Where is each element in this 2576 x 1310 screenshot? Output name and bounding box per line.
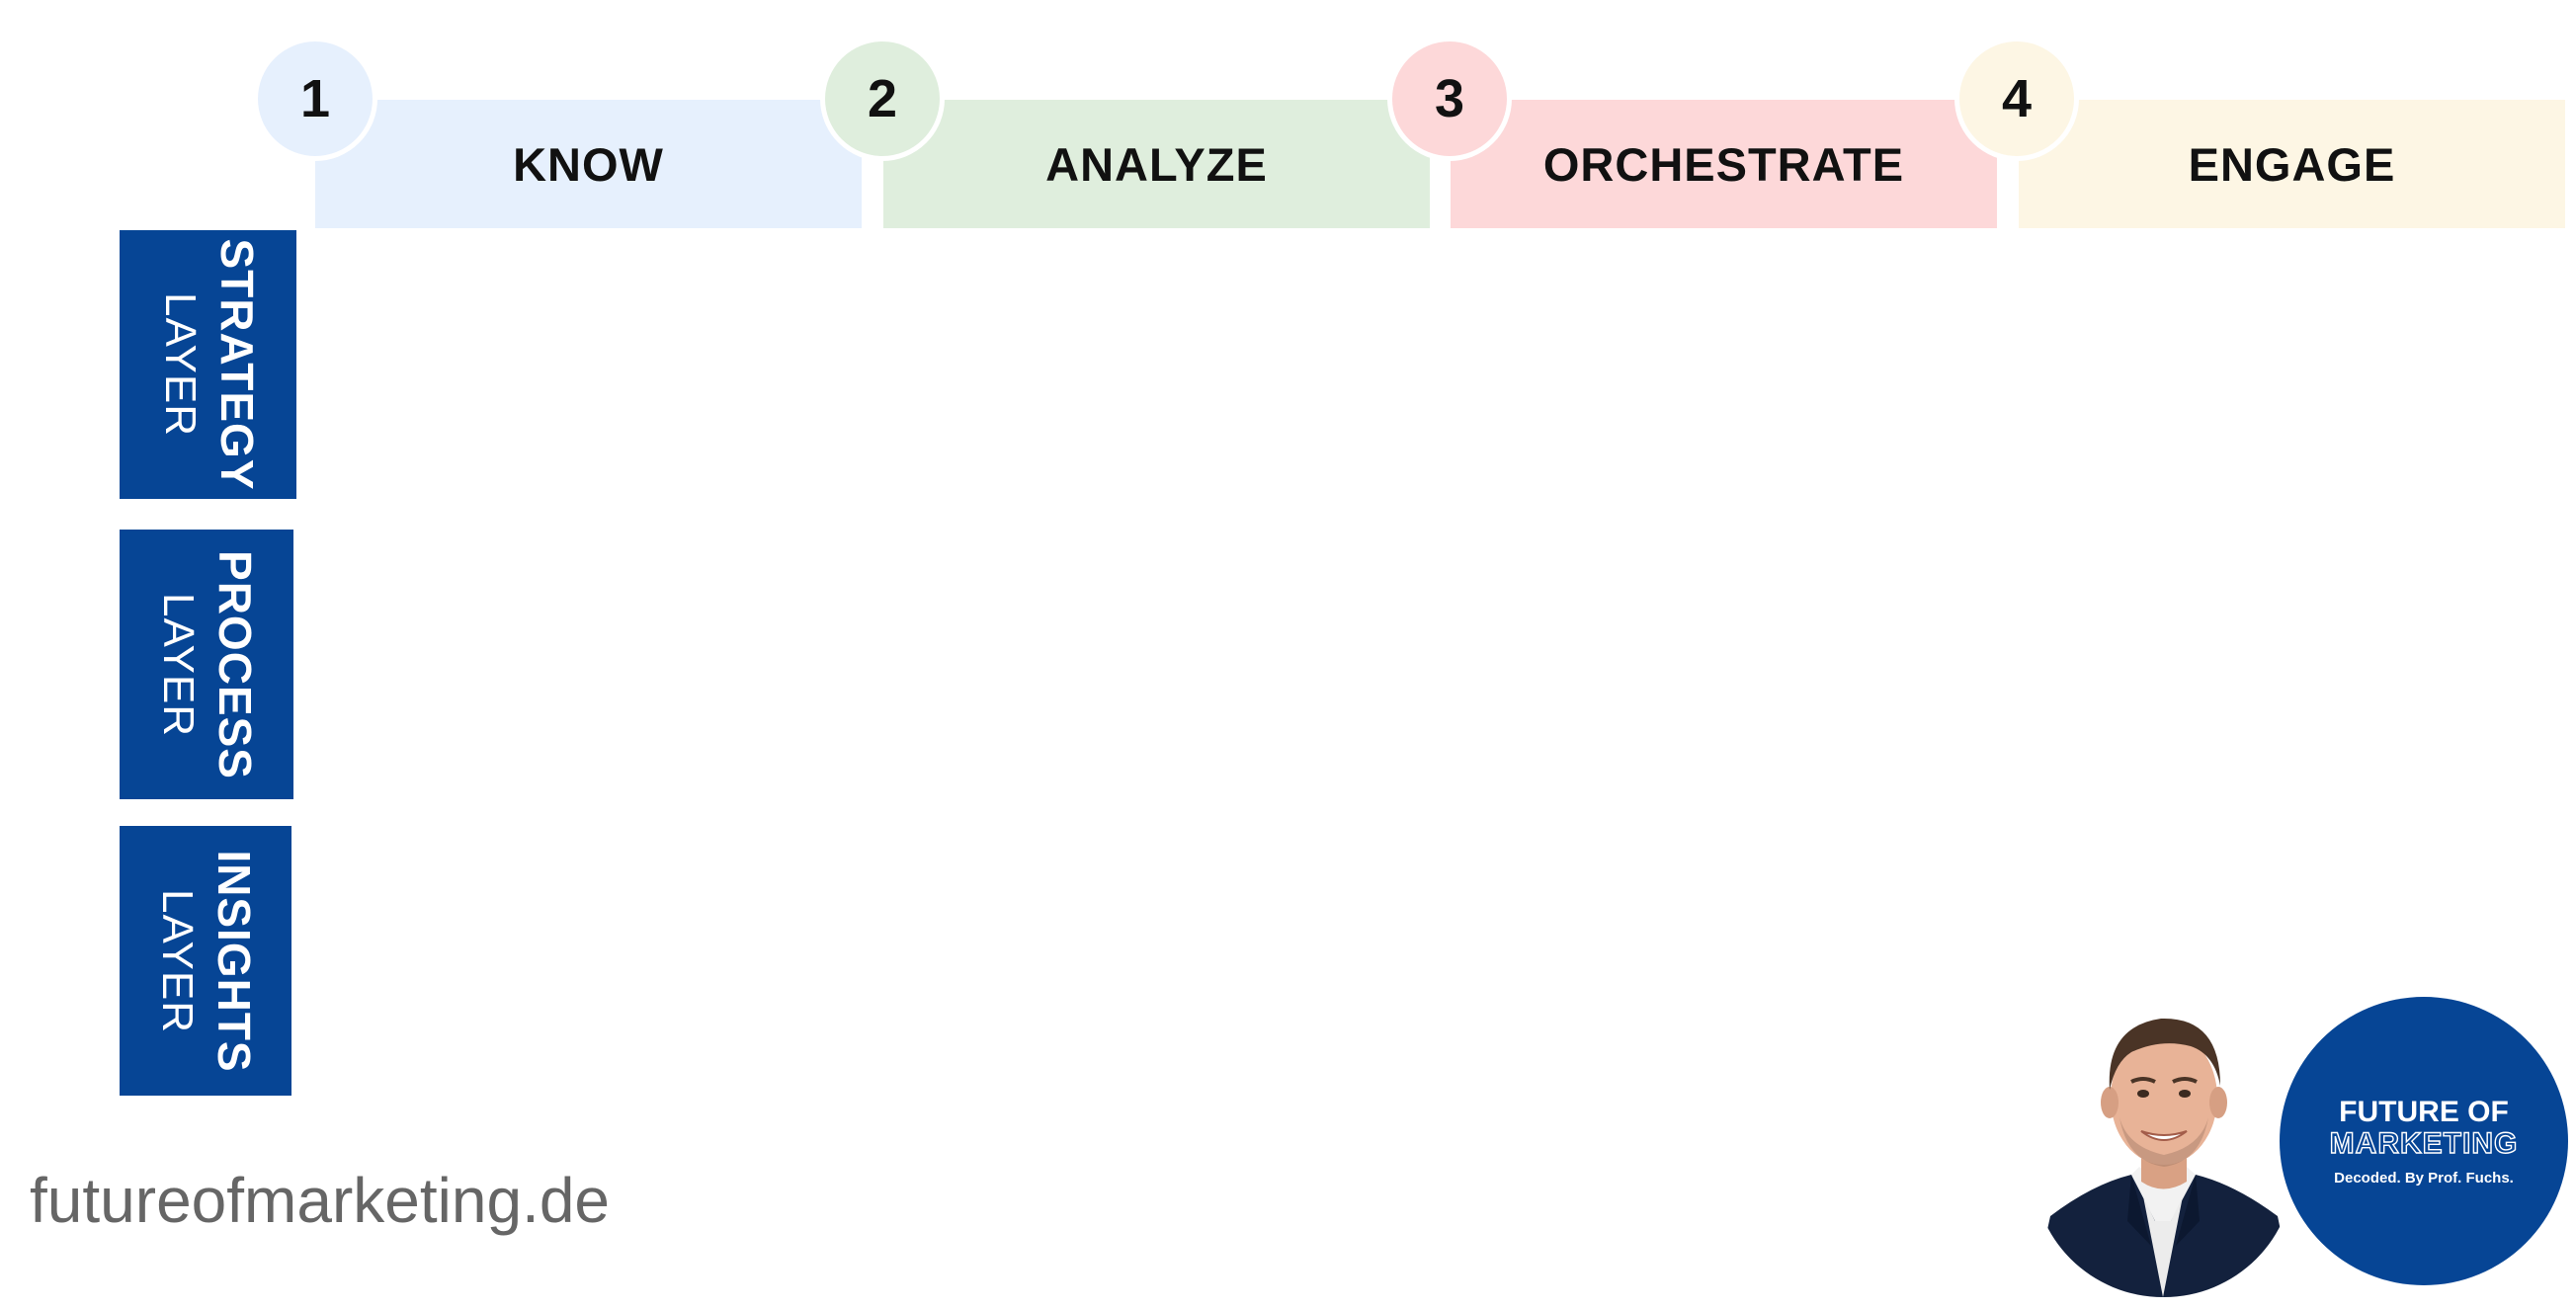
layer-main-label: PROCESS bbox=[209, 549, 261, 779]
stage-header-analyze: ANALYZE bbox=[883, 100, 1430, 228]
stage-number-4: 4 bbox=[1954, 37, 2079, 161]
brand-line-2: MARKETING bbox=[2329, 1126, 2519, 1160]
stage-number-2: 2 bbox=[820, 37, 945, 161]
layer-sub-label: LAYER bbox=[154, 592, 203, 737]
layer-sub-label: LAYER bbox=[153, 888, 202, 1033]
site-url[interactable]: futureofmarketing.de bbox=[30, 1165, 610, 1236]
stage-header-orchestrate: ORCHESTRATE bbox=[1451, 100, 1997, 228]
stage-label: ENGAGE bbox=[2188, 137, 2396, 191]
stage-label: KNOW bbox=[513, 137, 664, 191]
stage-header-know: KNOW bbox=[315, 100, 862, 228]
brand-line-1: FUTURE OF bbox=[2339, 1095, 2509, 1128]
stage-label: ANALYZE bbox=[1045, 137, 1268, 191]
layer-main-label: STRATEGY bbox=[210, 238, 263, 491]
layer-insights: INSIGHTS LAYER bbox=[120, 826, 291, 1096]
brand-logo: FUTURE OF MARKETING Decoded. By Prof. Fu… bbox=[2280, 997, 2568, 1285]
stage-number-1: 1 bbox=[253, 37, 377, 161]
portrait-illustration bbox=[2033, 1018, 2294, 1297]
stage-number-3: 3 bbox=[1387, 37, 1512, 161]
stage-label: ORCHESTRATE bbox=[1542, 137, 1905, 191]
stage-header-engage: ENGAGE bbox=[2019, 100, 2565, 228]
brand-tagline: Decoded. By Prof. Fuchs. bbox=[2334, 1169, 2514, 1187]
layer-sub-label: LAYER bbox=[155, 291, 205, 438]
author-avatar bbox=[2033, 999, 2294, 1297]
layer-main-label: INSIGHTS bbox=[208, 849, 260, 1073]
layer-process: PROCESS LAYER bbox=[120, 530, 293, 799]
layer-strategy: STRATEGY LAYER bbox=[120, 230, 296, 499]
